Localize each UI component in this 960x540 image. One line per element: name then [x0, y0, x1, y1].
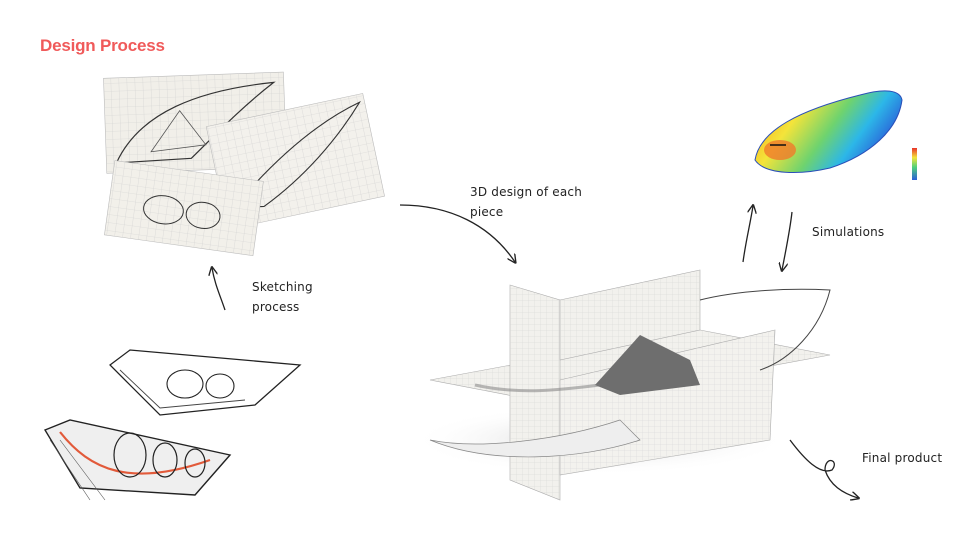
headlamp-sketch-illustration: [43, 349, 302, 501]
label-final-product: Final product: [862, 451, 943, 465]
arrow-to-final-product-icon: [789, 439, 858, 498]
label-simulations: Simulations: [812, 225, 885, 239]
arrow-to-simulation-icon: [742, 206, 753, 263]
arrow-from-simulation-icon: [782, 211, 793, 270]
sketch-papers-illustration: [103, 71, 385, 257]
label-3d-design: 3D design of each piece: [470, 185, 583, 219]
label-sketching-process: Sketching process: [252, 280, 313, 314]
page-title: Design Process: [40, 36, 165, 55]
arrow-sketch-up-icon: [212, 268, 226, 311]
3d-model-illustration: [410, 269, 831, 501]
simulation-heatmap-illustration: [754, 90, 917, 180]
arrow-to-3d-design-icon: [399, 204, 515, 262]
